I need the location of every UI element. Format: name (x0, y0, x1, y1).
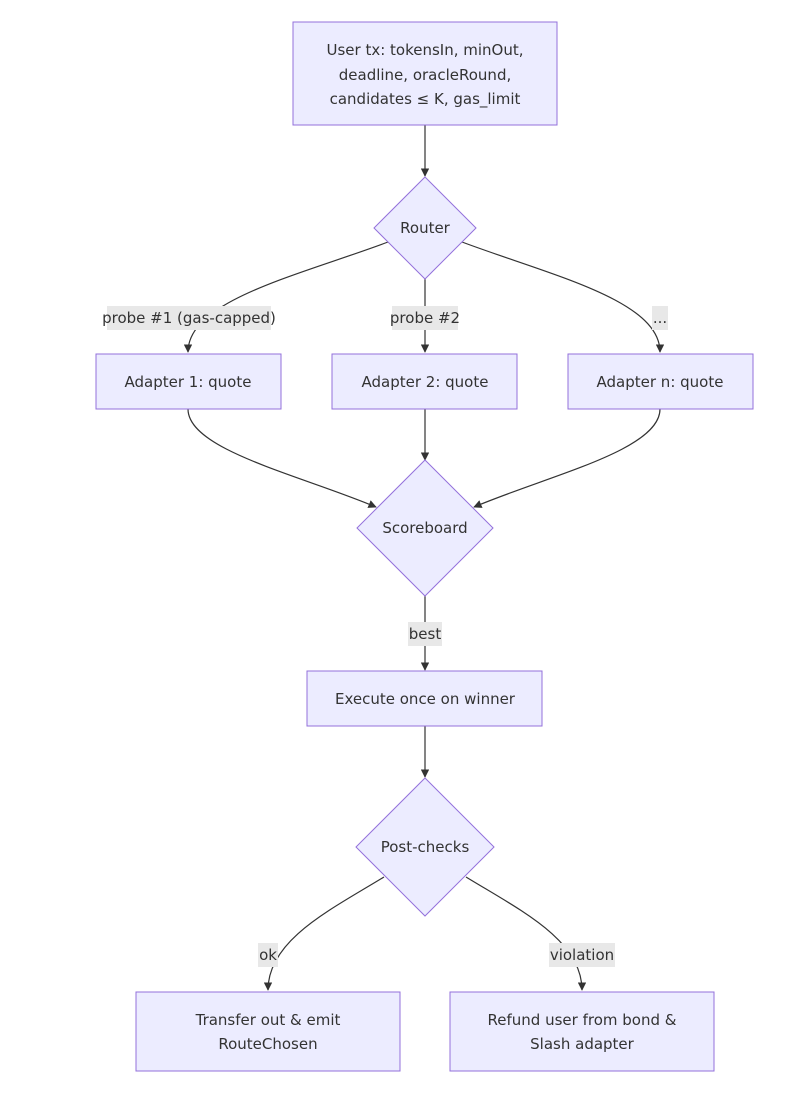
node-router: Router (373, 176, 477, 280)
adapter-1-label: Adapter 1: quote (125, 373, 252, 391)
execute-label: Execute once on winner (335, 690, 516, 708)
node-execute: Execute once on winner (306, 670, 543, 727)
edge-postchecks-to-transfer (263, 876, 385, 991)
node-adapter-n: Adapter n: quote (567, 353, 754, 410)
edge-label-ok: ok (258, 943, 278, 967)
user-tx-line-1: User tx: tokensIn, minOut, (326, 41, 523, 59)
edge-postchecks-to-refund (465, 876, 587, 991)
proben-label: ... (653, 309, 667, 327)
ok-label: ok (259, 946, 277, 964)
probe1-label: probe #1 (gas-capped) (102, 309, 276, 327)
refund-line-1: Refund user from bond & (488, 1011, 677, 1029)
edge-adaptern-to-scoreboard (473, 408, 661, 508)
node-scoreboard: Scoreboard (356, 459, 494, 597)
violation-label: violation (550, 946, 614, 964)
refund-line-2: Slash adapter (530, 1035, 635, 1053)
edge-router-to-adaptern (461, 241, 665, 353)
node-postchecks: Post-checks (355, 777, 495, 917)
edge-adapter1-to-scoreboard (187, 408, 377, 508)
edge-label-proben: ... (652, 306, 668, 330)
edge-label-best: best (408, 622, 442, 646)
node-transfer: Transfer out & emit RouteChosen (135, 991, 401, 1072)
user-tx-line-2: deadline, oracleRound, (339, 66, 511, 84)
node-user-tx: User tx: tokensIn, minOut, deadline, ora… (292, 21, 558, 126)
edge-router-to-adapter1 (183, 241, 389, 353)
edge-label-probe1: probe #1 (gas-capped) (102, 306, 276, 330)
edges (183, 125, 665, 991)
adapter-2-label: Adapter 2: quote (362, 373, 489, 391)
scoreboard-label: Scoreboard (382, 519, 467, 537)
router-label: Router (400, 219, 451, 237)
node-adapter-1: Adapter 1: quote (95, 353, 282, 410)
edge-label-violation: violation (549, 943, 615, 967)
best-label: best (409, 625, 442, 643)
adapter-n-label: Adapter n: quote (597, 373, 724, 391)
transfer-line-1: Transfer out & emit (195, 1011, 341, 1029)
node-refund: Refund user from bond & Slash adapter (449, 991, 715, 1072)
edge-label-probe2: probe #2 (390, 306, 460, 330)
transfer-line-2: RouteChosen (218, 1035, 317, 1053)
user-tx-line-3: candidates ≤ K, gas_limit (330, 90, 521, 109)
probe2-label: probe #2 (390, 309, 460, 327)
postchecks-label: Post-checks (381, 838, 470, 856)
node-adapter-2: Adapter 2: quote (331, 353, 518, 410)
